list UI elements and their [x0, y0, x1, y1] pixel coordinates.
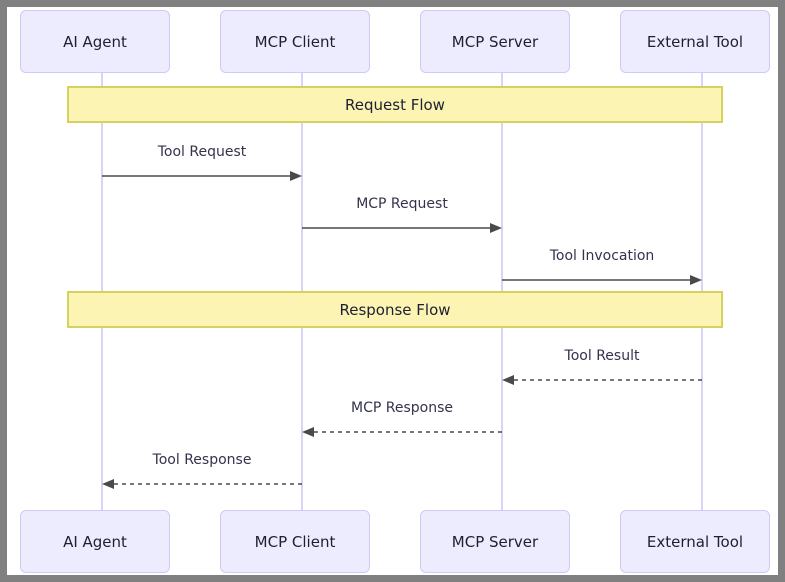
message-arrow-mcp-request	[302, 222, 502, 234]
phase-label: Response Flow	[339, 300, 451, 319]
message-label-tool-result: Tool Result	[564, 348, 640, 364]
actor-footer-mcp-server[interactable]: MCP Server	[420, 510, 570, 573]
phase-banner-request-flow: Request Flow	[67, 86, 723, 123]
actor-label: MCP Client	[254, 532, 336, 551]
actor-label: MCP Server	[451, 532, 539, 551]
message-arrow-mcp-response	[302, 426, 502, 438]
actor-label: External Tool	[646, 32, 744, 51]
actor-footer-mcp-client[interactable]: MCP Client	[220, 510, 370, 573]
message-arrow-tool-request	[102, 170, 302, 182]
actor-footer-ai-agent[interactable]: AI Agent	[20, 510, 170, 573]
actor-label: MCP Client	[254, 32, 336, 51]
actor-label: External Tool	[646, 532, 744, 551]
actor-label: AI Agent	[63, 532, 127, 551]
message-label-tool-request: Tool Request	[157, 144, 247, 160]
phase-label: Request Flow	[345, 95, 445, 114]
message-label-mcp-request: MCP Request	[356, 196, 448, 212]
sequence-diagram-canvas: AI Agent MCP Client MCP Server External …	[7, 7, 778, 575]
actor-header-mcp-client[interactable]: MCP Client	[220, 10, 370, 73]
actor-label: MCP Server	[451, 32, 539, 51]
actor-header-mcp-server[interactable]: MCP Server	[420, 10, 570, 73]
message-label-mcp-response: MCP Response	[351, 400, 453, 416]
phase-banner-response-flow: Response Flow	[67, 291, 723, 328]
actor-label: AI Agent	[63, 32, 127, 51]
actor-footer-external-tool[interactable]: External Tool	[620, 510, 770, 573]
actor-header-external-tool[interactable]: External Tool	[620, 10, 770, 73]
message-label-tool-response: Tool Response	[152, 452, 252, 468]
actor-header-ai-agent[interactable]: AI Agent	[20, 10, 170, 73]
message-label-tool-invocation: Tool Invocation	[549, 248, 655, 264]
message-arrow-tool-result	[502, 374, 702, 386]
message-arrow-tool-response	[102, 478, 302, 490]
message-arrow-tool-invocation	[502, 274, 702, 286]
